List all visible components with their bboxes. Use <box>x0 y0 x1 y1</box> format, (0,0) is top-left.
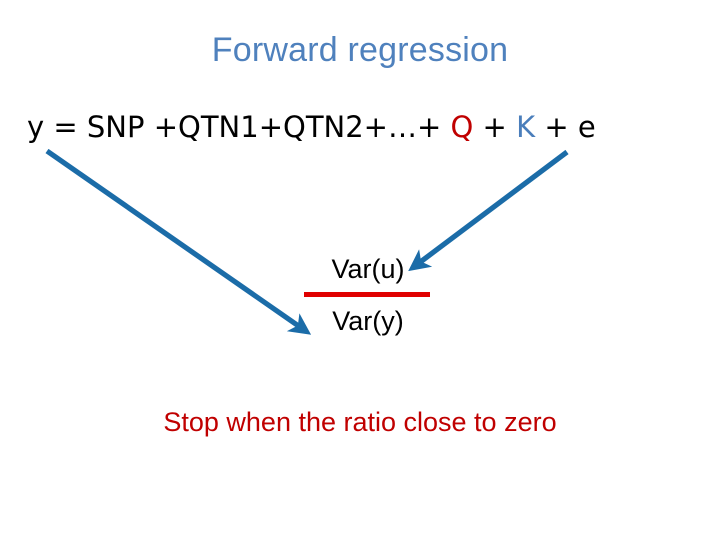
variance-ratio-fraction: Var(u) Var(y) <box>304 250 432 340</box>
regression-equation: y = SNP +QTN1+QTN2+…+ Q + K + e <box>27 110 596 144</box>
equation-plus: + <box>473 110 517 144</box>
equation-term-q: Q <box>450 110 474 144</box>
fraction-numerator: Var(u) <box>331 254 405 284</box>
fraction-bar <box>304 292 430 297</box>
equation-tail: + e <box>535 110 596 144</box>
equation-lead: y = SNP +QTN1+QTN2+…+ <box>27 110 451 144</box>
arrow-k-to-var-u-icon <box>408 149 569 272</box>
fraction-denominator: Var(y) <box>332 306 404 336</box>
equation-term-k: K <box>516 110 536 144</box>
arrow-y-to-var-y-icon <box>45 148 312 335</box>
stopping-rule-note: Stop when the ratio close to zero <box>163 407 557 437</box>
page-title: Forward regression <box>211 31 509 69</box>
